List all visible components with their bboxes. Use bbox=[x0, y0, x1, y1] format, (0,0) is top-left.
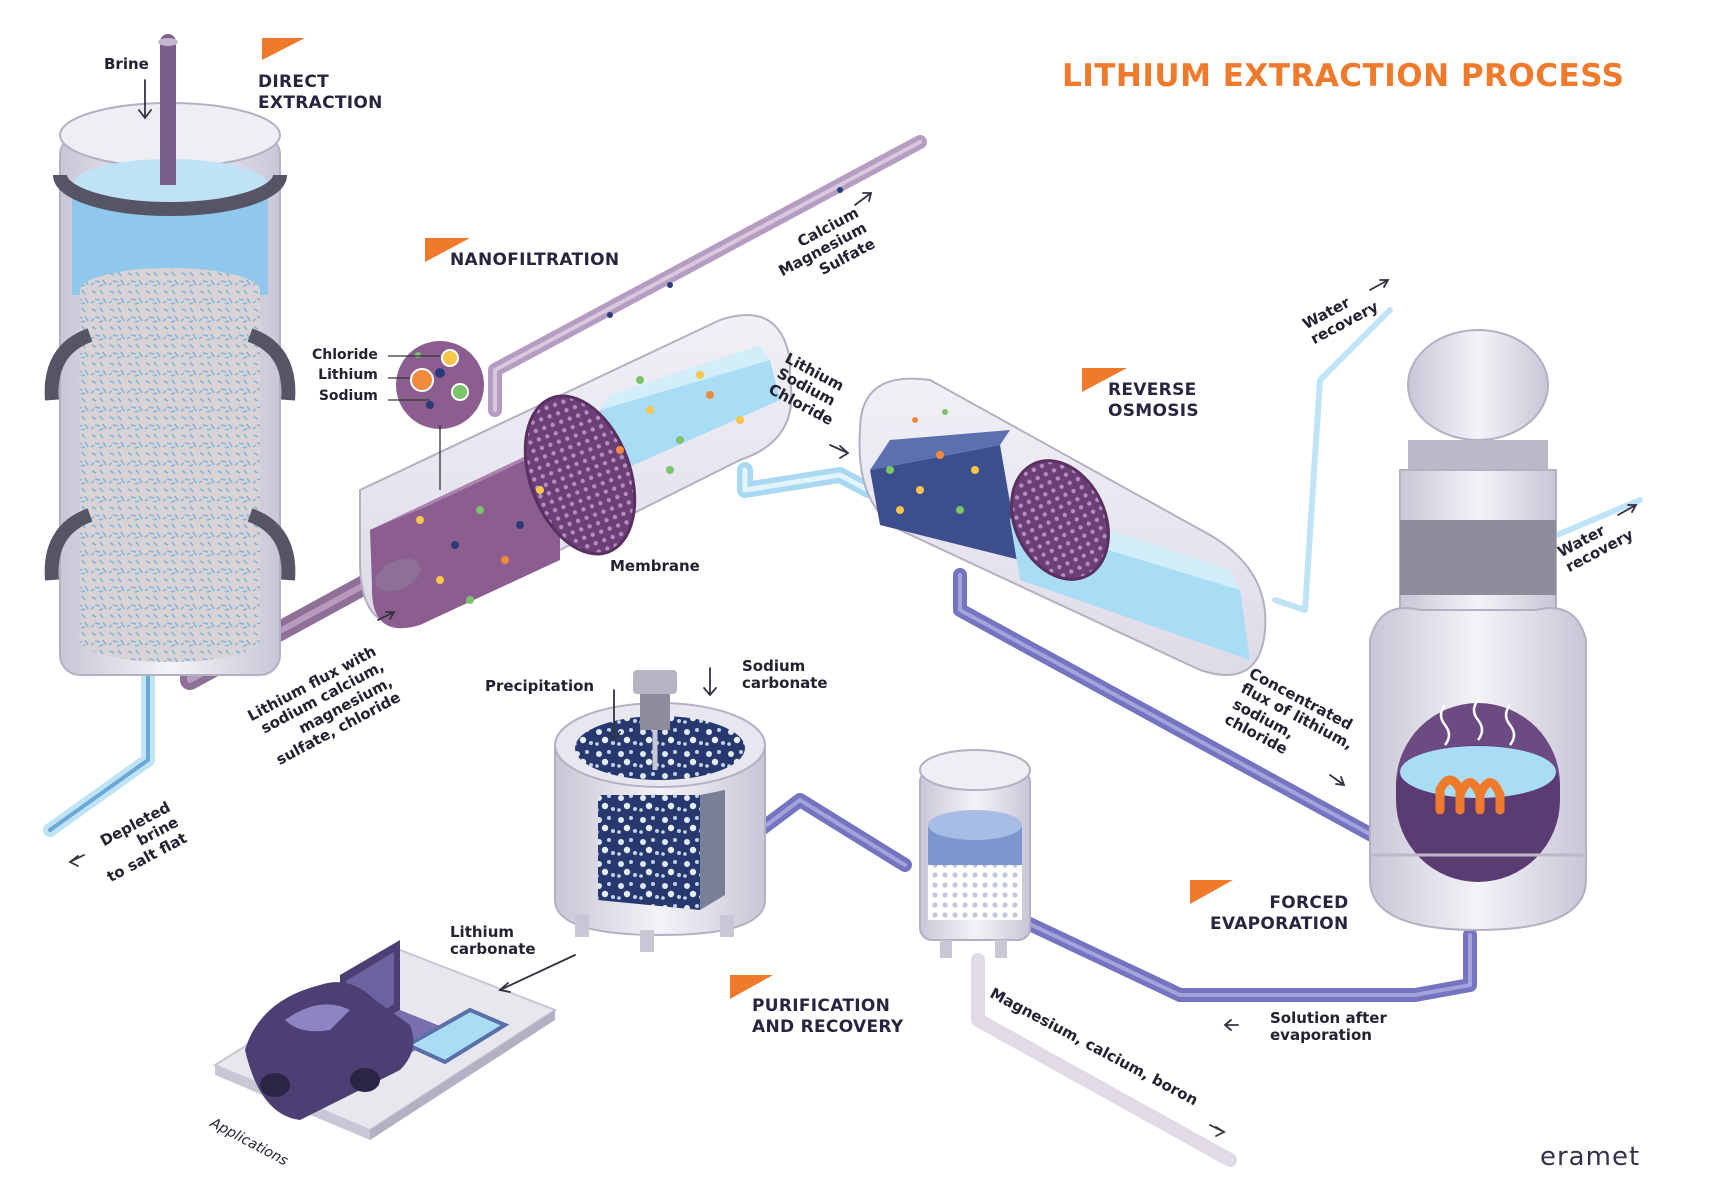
step-reverse-osmosis: REVERSE OSMOSIS bbox=[1108, 380, 1199, 422]
label-solution-after-evaporation: Solution after evaporation bbox=[1270, 1009, 1387, 1045]
label-sodium: Sodium bbox=[318, 387, 378, 404]
marker-reverse-osmosis bbox=[1082, 368, 1127, 392]
marker-purification bbox=[730, 975, 773, 999]
flow-arrows bbox=[68, 79, 1638, 1137]
label-precipitation: Precipitation bbox=[485, 677, 595, 695]
label-lithium-carbonate: Lithium carbonate bbox=[450, 923, 536, 959]
page-title: LITHIUM EXTRACTION PROCESS bbox=[1062, 58, 1625, 94]
eramet-logo: eramet bbox=[1540, 1142, 1641, 1172]
purification-filter bbox=[919, 749, 1031, 958]
label-brine: Brine bbox=[104, 55, 149, 73]
label-chloride: Chloride bbox=[312, 347, 378, 363]
label-sodium-carbonate: Sodium carbonate bbox=[742, 657, 828, 693]
label-lithium: Lithium bbox=[318, 367, 378, 384]
step-direct-extraction: DIRECT EXTRACTION bbox=[258, 72, 383, 114]
marker-nanofiltration bbox=[425, 238, 470, 262]
precipitation-tank bbox=[554, 670, 766, 952]
step-forced-evaporation: FORCED EVAPORATION bbox=[1210, 893, 1349, 935]
particles-nanofiltration bbox=[416, 187, 843, 604]
applications-platform bbox=[212, 940, 558, 1140]
nanofiltration-tube bbox=[359, 314, 793, 629]
step-nanofiltration: NANOFILTRATION bbox=[450, 250, 620, 270]
marker-forced-evaporation bbox=[1190, 880, 1233, 904]
reverse-osmosis-tube bbox=[858, 377, 1267, 676]
marker-direct-extraction bbox=[262, 38, 305, 60]
forced-evaporation-vessel bbox=[1369, 329, 1587, 932]
label-membrane: Membrane bbox=[610, 557, 700, 575]
ion-legend bbox=[388, 341, 484, 490]
direct-extraction-column bbox=[44, 38, 296, 676]
step-markers bbox=[262, 38, 1233, 999]
step-purification: PURIFICATION AND RECOVERY bbox=[752, 996, 904, 1038]
